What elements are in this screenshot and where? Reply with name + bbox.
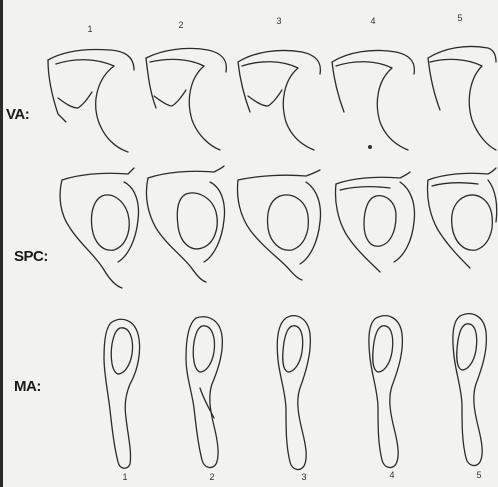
ma-outline-5 [453, 314, 487, 466]
spc-outline-3 [238, 170, 321, 280]
ma-outline-3 [277, 316, 310, 470]
spc-outline-2 [146, 166, 224, 282]
va-outline-5 [428, 46, 496, 150]
spc-outline-5 [427, 168, 496, 268]
spc-outline-4 [335, 172, 414, 272]
va-outline-1 [48, 49, 134, 152]
ma-outline-2 [186, 317, 222, 468]
va-outline-4 [332, 50, 414, 150]
va-outline-2 [146, 48, 226, 150]
va-outline-3 [238, 50, 320, 150]
ma-outline-1 [104, 319, 140, 468]
ma-outline-4 [369, 316, 403, 468]
spc-outline-1 [60, 168, 138, 288]
